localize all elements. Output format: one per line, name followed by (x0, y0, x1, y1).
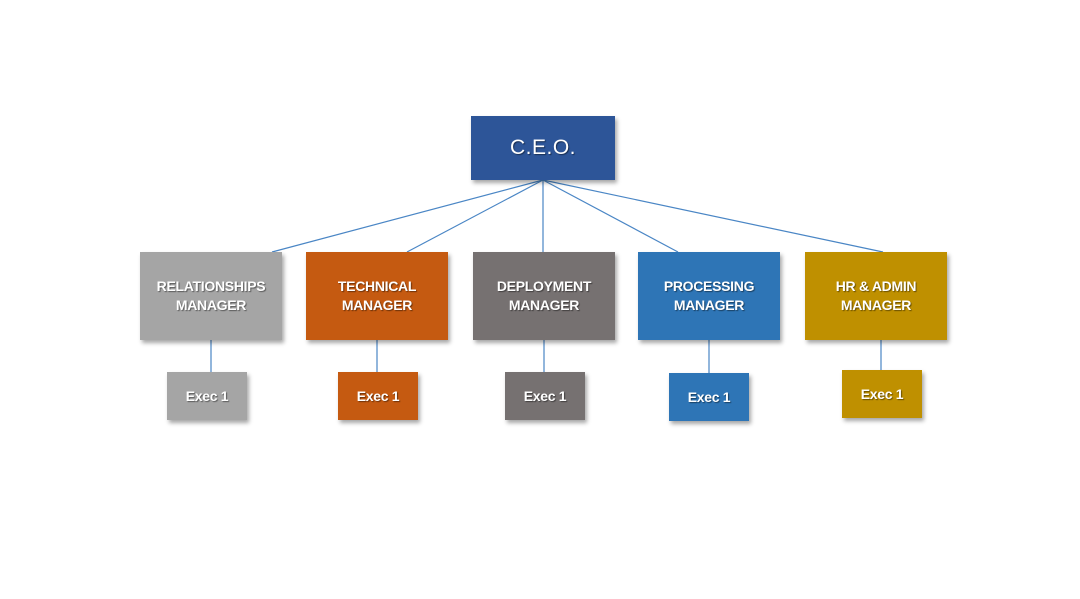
deployment-manager-box: DEPLOYMENT MANAGER (473, 252, 615, 340)
relationships-exec-box: Exec 1 (167, 372, 247, 420)
connector-ceo-relationships (271, 179, 544, 253)
hr-admin-exec-box: Exec 1 (842, 370, 922, 418)
hr-admin-manager-box: HR & ADMIN MANAGER (805, 252, 947, 340)
technical-manager-box: TECHNICAL MANAGER (306, 252, 448, 340)
ceo-box: C.E.O. (471, 116, 615, 180)
processing-manager-box: PROCESSING MANAGER (638, 252, 780, 340)
deployment-exec-box: Exec 1 (505, 372, 585, 420)
relationships-manager-box: RELATIONSHIPS MANAGER (140, 252, 282, 340)
connector-ceo-technical (406, 179, 544, 253)
processing-exec-box: Exec 1 (669, 373, 749, 421)
technical-exec-box: Exec 1 (338, 372, 418, 420)
connector-ceo-processing (542, 179, 679, 253)
connector-ceo-hr-admin (542, 179, 884, 253)
